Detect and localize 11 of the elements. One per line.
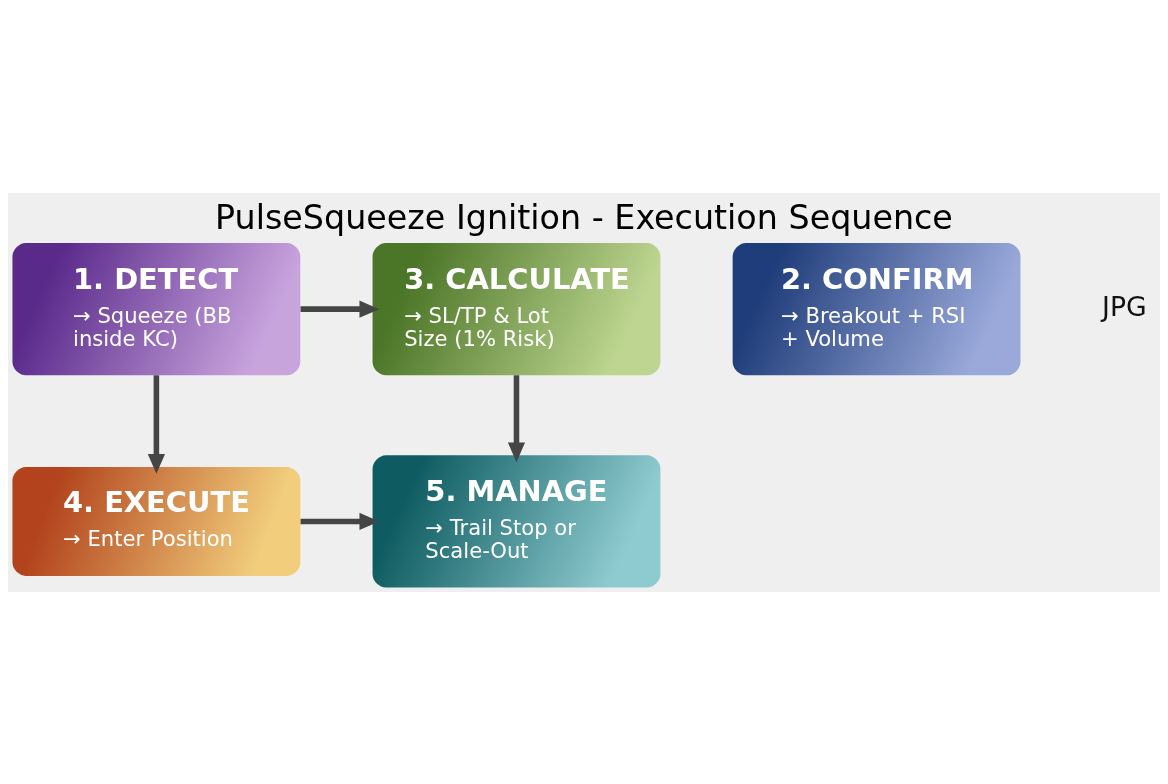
diagram-title: PulseSqueeze Ignition - Execution Sequence — [215, 197, 953, 237]
node-box: 5. MANAGE → Trail Stop or Scale-Out — [372, 454, 661, 588]
node-box: 2. CONFIRM → Breakout + RSI + Volume — [732, 242, 1021, 375]
node-box: 4. EXECUTE → Enter Position — [12, 466, 301, 576]
arrow — [507, 374, 526, 462]
node-box: 3. CALCULATE → SL/TP & Lot Size (1% Risk) — [372, 242, 661, 375]
arrow — [300, 300, 380, 318]
arrow — [147, 374, 165, 474]
label: JPG — [1102, 290, 1147, 322]
node-box: 1. DETECT → Squeeze (BB inside KC) — [12, 242, 301, 375]
arrow — [300, 512, 380, 530]
